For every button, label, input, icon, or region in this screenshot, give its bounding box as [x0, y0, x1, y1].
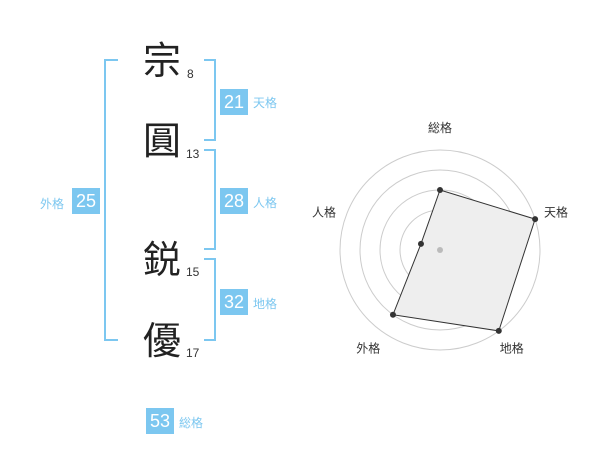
radar-axis-label-1: 総格	[428, 120, 452, 135]
radar-point-1	[437, 187, 443, 193]
name-char-4: 優	[143, 319, 182, 363]
soukaku-value: 53	[146, 408, 174, 434]
radar-axis-label-2: 天格	[544, 204, 568, 219]
radar-axis-label-4: 外格	[356, 341, 380, 356]
radar-point-4	[389, 311, 396, 318]
tenkaku-value: 21	[220, 89, 248, 115]
radar-axis-label-3: 地格	[500, 341, 524, 356]
radar-center	[437, 247, 443, 253]
chikaku-label: 地格	[253, 297, 278, 311]
name-char-1: 宗	[143, 39, 182, 83]
chikaku-bracket	[204, 258, 216, 341]
radar-axis-label-5: 人格	[312, 204, 336, 219]
radar-point-5	[417, 240, 424, 247]
gaikaku-label: 外格	[40, 197, 65, 211]
radar-shape	[392, 189, 536, 332]
soukaku-label: 総格	[179, 416, 204, 430]
jinkaku-value: 28	[220, 188, 248, 214]
jinkaku-bracket	[204, 149, 216, 250]
tenkaku-bracket	[204, 59, 216, 141]
radar-ring-5	[339, 149, 541, 351]
gaikaku-value: 25	[72, 188, 100, 214]
stroke-count-1: 8	[187, 67, 194, 81]
name-char-3: 鋭	[143, 238, 182, 282]
tenkaku-label: 天格	[253, 96, 278, 110]
jinkaku-label: 人格	[253, 196, 278, 210]
gaikaku-bracket	[104, 59, 118, 341]
stroke-count-4: 17	[186, 346, 200, 360]
stroke-count-2: 13	[186, 147, 200, 161]
chikaku-value: 32	[220, 289, 248, 315]
name-char-2: 圓	[143, 119, 182, 163]
radar-point-3	[495, 327, 502, 334]
stroke-count-3: 15	[186, 265, 200, 279]
radar-point-2	[532, 216, 539, 223]
